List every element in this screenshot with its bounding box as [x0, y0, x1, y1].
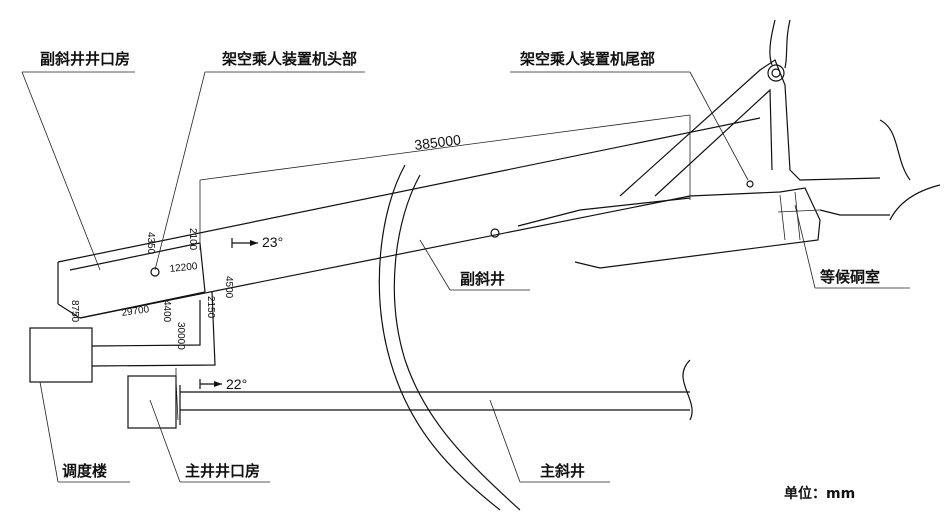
- dim-2100-label: 2100: [187, 228, 198, 251]
- dim-2150-label: 2150: [205, 296, 216, 319]
- dispatch-link-line: [91, 300, 201, 347]
- aux-slope-label: 23°: [262, 234, 283, 250]
- auxiliary-shaft-house-label: 副斜井井口房: [40, 50, 130, 68]
- main-incline: [179, 359, 693, 425]
- auxiliary-incline-label: 副斜井: [460, 270, 505, 288]
- auxiliary-incline: [57, 117, 761, 319]
- main-shaft-house-label: 主井井口房: [185, 462, 260, 480]
- dispatch-link-line-2: [91, 291, 216, 367]
- total-length-label: 385000: [413, 131, 462, 153]
- auxiliary-shaft-house-outline: [69, 242, 206, 319]
- waiting-chamber-outline: [517, 187, 821, 269]
- curved-crossing-shaft: [378, 164, 521, 511]
- main-slope-label: 22°: [226, 376, 247, 392]
- ropeway-head-label: 架空乘人装置机头部: [221, 50, 357, 68]
- waiting-chamber-label: 等候硐室: [820, 268, 880, 286]
- main-shaft-house-outline: [127, 375, 177, 429]
- house-length-label: 29700: [121, 304, 151, 319]
- slope-arrows: [199, 238, 258, 389]
- head-width-label: 12200: [169, 261, 198, 275]
- unit-label: 单位：mm: [784, 485, 855, 502]
- house-width-label: 8750: [69, 300, 80, 323]
- dispatch-building-label: 调度楼: [62, 462, 107, 480]
- leader-lines: [21, 71, 910, 483]
- dim-4500-label: 4500: [223, 276, 234, 299]
- ropeway-head-marker: [150, 267, 160, 277]
- main-incline-label: 主斜井: [540, 462, 585, 480]
- total-length-dimension: [199, 114, 691, 250]
- ropeway-tail-structure: [490, 19, 941, 238]
- ropeway-tail-label: 架空乘人装置机尾部: [519, 50, 655, 68]
- link-vertical: [175, 368, 179, 421]
- dim-30000-label: 30000: [175, 322, 186, 350]
- dim-4400-label: 4400: [161, 300, 172, 323]
- dim-4350-label: 4350: [145, 232, 156, 255]
- dispatch-building-outline: [29, 327, 93, 383]
